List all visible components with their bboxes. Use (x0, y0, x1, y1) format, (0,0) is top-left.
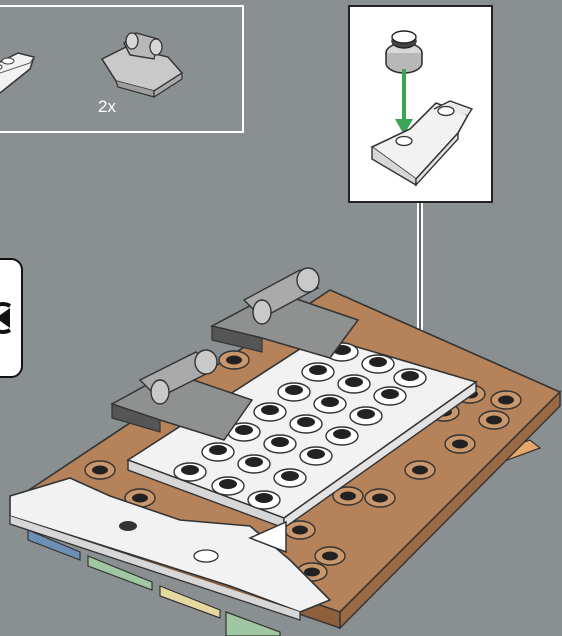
grey-hinge-piece-upper (212, 268, 358, 358)
